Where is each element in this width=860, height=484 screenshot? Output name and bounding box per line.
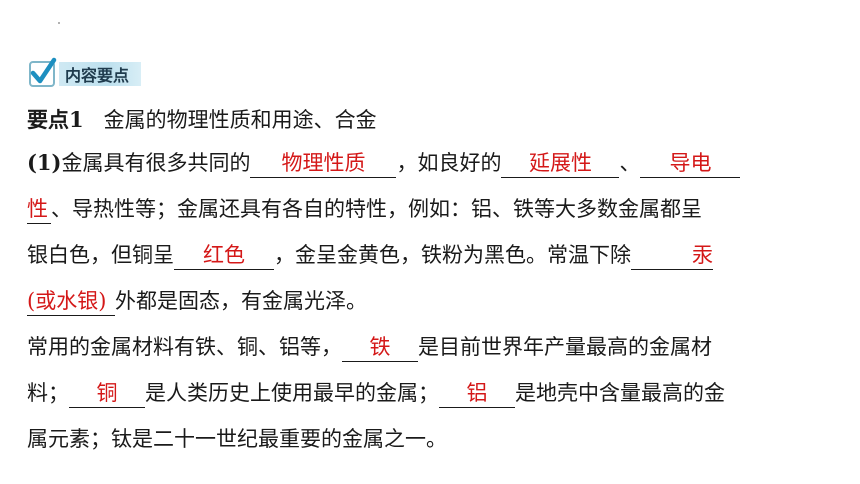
paragraph-2-line-2: 料；铜是人类历史上使用最早的金属；铝是地壳中含量最高的金 <box>27 370 833 416</box>
paragraph-2-line-3: 属元素；钛是二十一世纪最重要的金属之一。 <box>27 416 833 462</box>
text-segment: 、 <box>619 151 641 175</box>
section-badge-label: 内容要点 <box>59 62 142 86</box>
text-segment: 银白色，但铜呈 <box>27 243 174 267</box>
text-segment: 料； <box>27 381 69 405</box>
check-icon <box>29 57 57 87</box>
answer-blank-4: 红色 <box>174 241 274 270</box>
text-segment: 常用的金属材料有铁、铜、铝等， <box>27 335 342 359</box>
heading-prefix: 要点1 <box>27 107 84 132</box>
text-segment: 属元素；钛是二十一世纪最重要的金属之一。 <box>27 427 447 451</box>
answer-blank-3b: 性 <box>27 195 51 224</box>
paragraph-1-line-3: 银白色，但铜呈红色，金呈金黄色，铁粉为黑色。常温下除汞 <box>27 232 833 278</box>
answer-blank-8: 铝 <box>439 379 515 408</box>
decorative-dot <box>58 22 60 24</box>
text-segment: 、导热性等；金属还具有各自的特性，例如：铝、铁等大多数金属都呈 <box>51 197 702 221</box>
paragraph-1-line-2: 性、导热性等；金属还具有各自的特性，例如：铝、铁等大多数金属都呈 <box>27 186 833 232</box>
answer-blank-3a: 导电 <box>640 149 741 178</box>
text-segment: ，金呈金黄色，铁粉为黑色。常温下除 <box>274 243 631 267</box>
text-segment: 是地壳中含量最高的金 <box>515 381 725 405</box>
content-area: 要点1 金属的物理性质和用途、合金 (1)金属具有很多共同的物理性质，如良好的延… <box>27 100 833 462</box>
answer-blank-7: 铜 <box>69 379 145 408</box>
text-segment: 是目前世界年产量最高的金属材 <box>418 335 712 359</box>
text-segment: 金属具有很多共同的 <box>61 151 251 175</box>
paragraph-2-line-1: 常用的金属材料有铁、铜、铝等，铁是目前世界年产量最高的金属材 <box>27 324 833 370</box>
answer-blank-5a: 汞 <box>631 241 713 270</box>
answer-blank-2: 延展性 <box>501 149 620 178</box>
text-segment: 是人类历史上使用最早的金属； <box>145 381 439 405</box>
item-marker: (1) <box>27 150 62 175</box>
section-heading: 要点1 金属的物理性质和用途、合金 <box>27 100 833 140</box>
paragraph-1-line-1: (1)金属具有很多共同的物理性质，如良好的延展性、导电 <box>27 140 833 186</box>
answer-blank-1: 物理性质 <box>250 149 397 178</box>
paragraph-1-line-4: (或水银)外都是固态，有金属光泽。 <box>27 278 833 324</box>
heading-title: 金属的物理性质和用途、合金 <box>103 108 377 132</box>
section-badge: 内容要点 <box>29 57 142 88</box>
text-segment: ，如良好的 <box>396 151 502 175</box>
answer-blank-6: 铁 <box>342 333 418 362</box>
text-segment: 外都是固态，有金属光泽。 <box>115 289 367 313</box>
answer-blank-5b: (或水银) <box>27 287 115 316</box>
